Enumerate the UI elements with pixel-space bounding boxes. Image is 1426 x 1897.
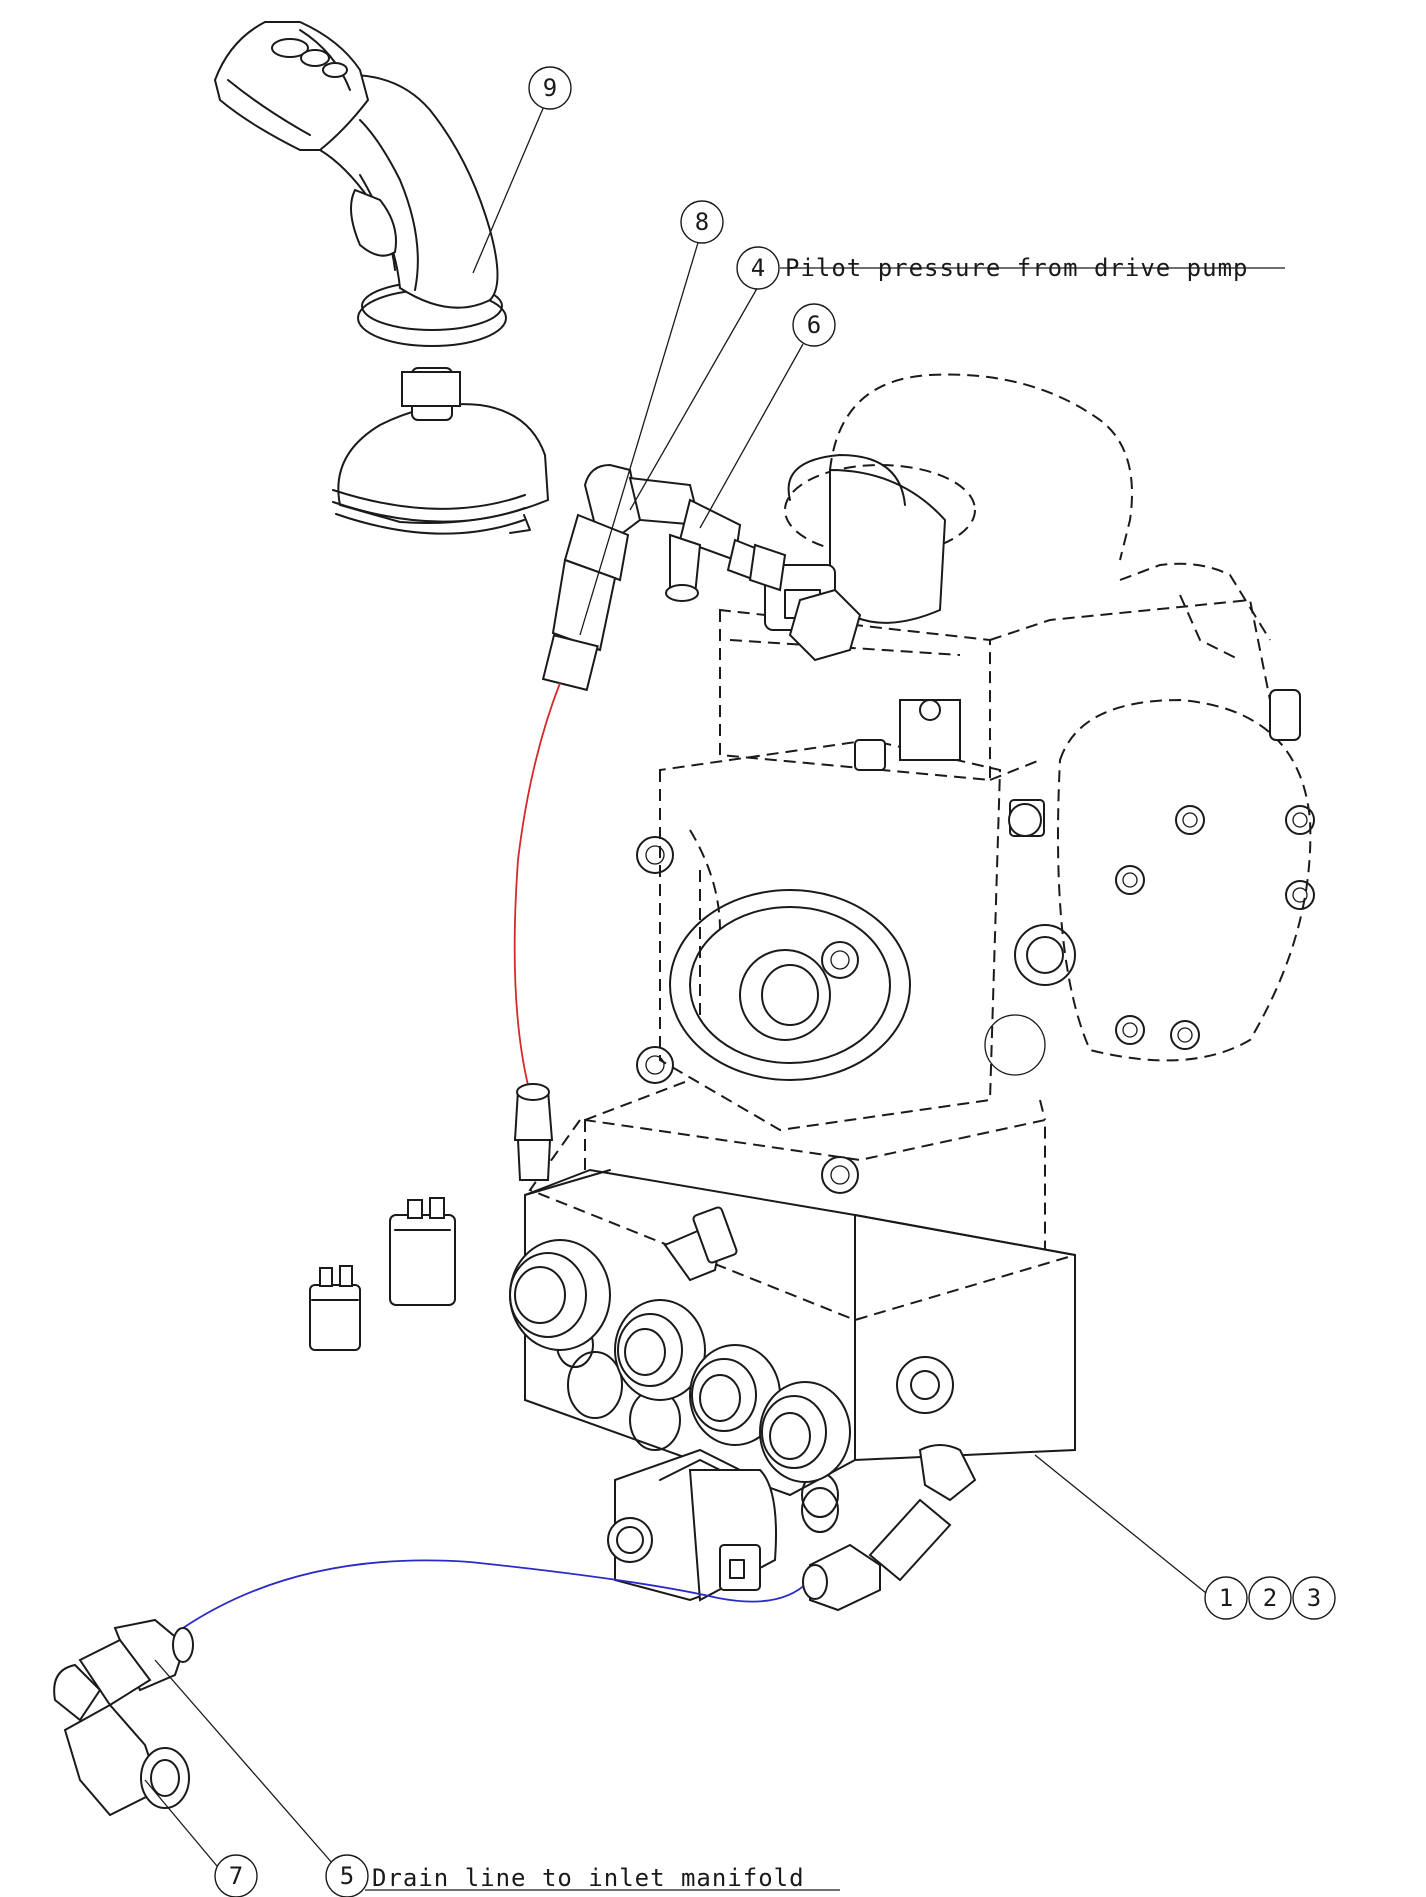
- balloon-7: 7: [214, 1854, 258, 1897]
- svg-text:4: 4: [751, 254, 765, 282]
- pump-solid-details: [636, 454, 1301, 1194]
- balloon-8: 8: [680, 200, 724, 244]
- balloon-1: 1: [1204, 1576, 1248, 1620]
- svg-text:5: 5: [340, 1862, 354, 1890]
- pilot-fittings: [541, 463, 787, 692]
- balloon-3: 3: [1292, 1576, 1336, 1620]
- electrical-connectors: [309, 1197, 456, 1351]
- svg-text:8: 8: [695, 208, 709, 236]
- balloon-9: 9: [528, 66, 572, 110]
- drain-elbow-fitting: [53, 1618, 194, 1817]
- svg-text:2: 2: [1263, 1584, 1277, 1612]
- drain-hose: [182, 1498, 952, 1629]
- note-pilot-pressure: Pilot pressure from drive pump: [785, 254, 1248, 282]
- balloon-6: 6: [792, 303, 836, 347]
- leader-lines: [144, 91, 1285, 1891]
- svg-text:3: 3: [1307, 1584, 1321, 1612]
- solenoid-valve: [607, 1448, 777, 1602]
- balloon-5: 5: [325, 1854, 369, 1897]
- svg-text:9: 9: [543, 74, 557, 102]
- joystick-assembly: [213, 21, 550, 535]
- balloon-2: 2: [1248, 1576, 1292, 1620]
- svg-text:6: 6: [807, 311, 821, 339]
- svg-text:1: 1: [1219, 1584, 1233, 1612]
- balloon-4: 4: [736, 246, 780, 290]
- manifold-port-fittings: [509, 1206, 851, 1483]
- pilot-pressure-hose: [513, 682, 561, 1181]
- note-drain-line: Drain line to inlet manifold: [372, 1864, 805, 1892]
- svg-text:7: 7: [229, 1862, 243, 1890]
